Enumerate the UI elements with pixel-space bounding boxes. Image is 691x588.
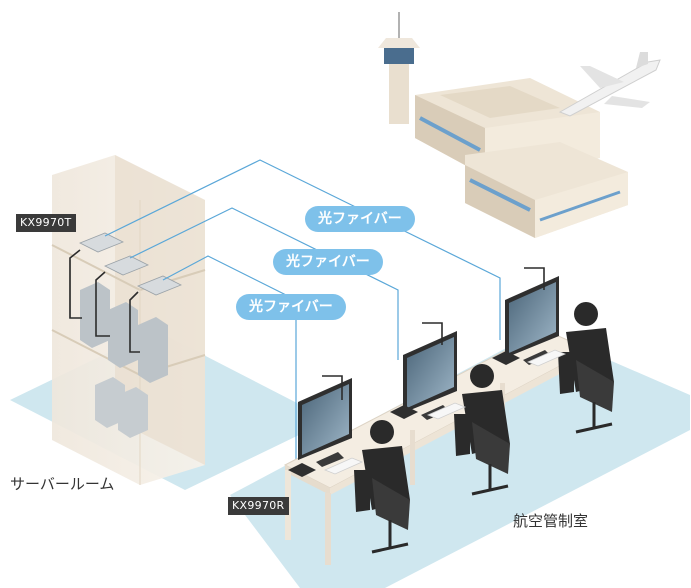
- operator-2: [454, 364, 510, 496]
- keyboards: [323, 349, 567, 475]
- kx9970r-label: KX9970R: [228, 497, 289, 515]
- monitor-3: [492, 276, 559, 365]
- monitor-cables: [322, 267, 545, 400]
- fiber-label-3: 光ファイバー: [236, 294, 346, 320]
- monitor-2: [390, 331, 457, 420]
- server-rack: [51, 155, 206, 485]
- operator-1: [354, 420, 410, 554]
- operator-3: [558, 302, 614, 434]
- server-room-label: サーバールーム: [10, 475, 115, 493]
- kx9970t-label: KX9970T: [16, 214, 76, 232]
- fiber-label-1: 光ファイバー: [305, 206, 415, 232]
- fiber-label-2: 光ファイバー: [273, 249, 383, 275]
- monitor-1: [288, 378, 352, 477]
- airplane-icon: [558, 52, 661, 117]
- control-room-label: 航空管制室: [513, 512, 589, 530]
- airport-illustration: [378, 12, 628, 238]
- control-room-floor: [230, 330, 690, 588]
